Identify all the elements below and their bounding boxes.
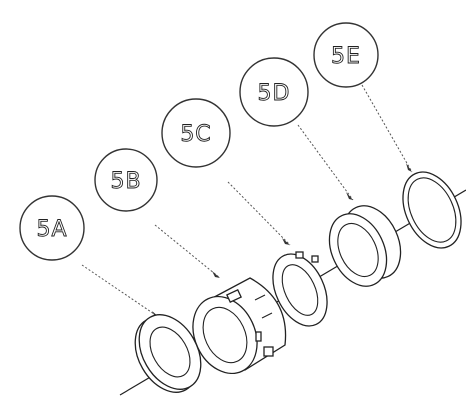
part-5e-ring [402,171,462,249]
part-5b-nut [192,277,287,375]
leader-5e [361,84,413,173]
part-5a-washer [134,314,202,393]
leader-5c [227,181,291,246]
leader-5a [81,264,161,319]
callout-5b-label: 5B [110,169,141,194]
callout-5d: 5D [239,57,309,127]
callout-5c-label: 5C [180,122,211,147]
callout-5a-label: 5A [36,217,67,242]
leader-5d [297,124,354,201]
callout-5e-label: 5E [331,44,361,69]
callout-5a: 5A [19,195,85,261]
callout-5b: 5B [94,148,158,212]
callout-5d-label: 5D [258,81,291,106]
callout-5e: 5E [313,22,379,88]
part-5c-lock-washer [272,251,328,327]
leader-5b [154,224,221,279]
part-5d-ring [328,205,402,287]
callout-5c: 5C [161,98,231,168]
